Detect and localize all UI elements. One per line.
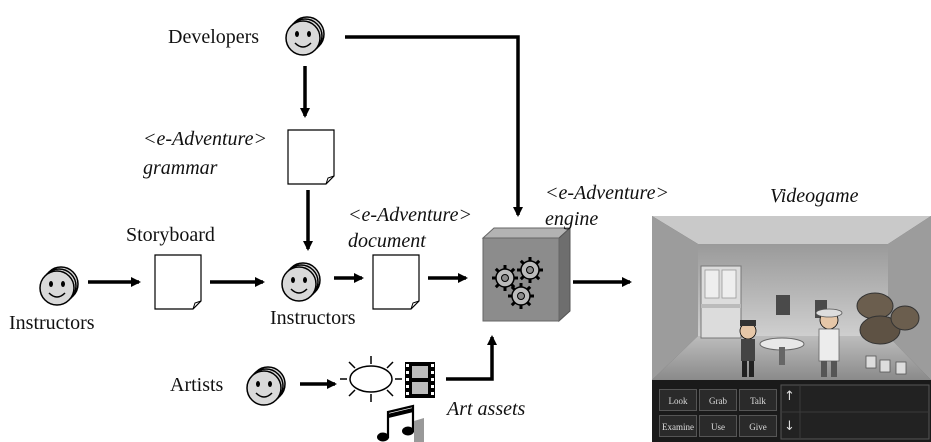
- document-label-line2: document: [348, 230, 426, 252]
- music-notes-icon: [377, 404, 424, 442]
- grammar-label-line2: grammar: [143, 157, 218, 179]
- document-label-line1: <e-Adventure>: [348, 204, 472, 226]
- engine-label-line1: <e-Adventure>: [545, 182, 669, 204]
- arrow-developers-to-engine: [345, 35, 523, 217]
- artists-face-icon: [246, 366, 286, 406]
- arrow-assets-to-engine: [446, 335, 497, 381]
- instructors-mid-label: Instructors: [270, 307, 356, 329]
- grammar-label-line1: <e-Adventure>: [143, 128, 267, 150]
- game-button-talk: Talk: [739, 389, 777, 411]
- game-button-use: Use: [699, 415, 737, 437]
- grammar-document-icon: [287, 129, 335, 185]
- engine-label-line2: engine: [545, 208, 599, 230]
- game-button-examine: Examine: [659, 415, 697, 437]
- game-scroll-up-icon: ↑: [784, 389, 795, 404]
- art-assets-label: Art assets: [447, 398, 526, 420]
- storyboard-document-icon: [154, 254, 202, 310]
- sun-icon: [340, 356, 402, 402]
- videogame-label: Videogame: [770, 185, 859, 207]
- instructors-left-face-icon: [39, 266, 79, 306]
- storyboard-label: Storyboard: [126, 224, 215, 246]
- artists-label: Artists: [170, 374, 224, 396]
- flow-arrows: [88, 35, 632, 389]
- game-button-grab: Grab: [699, 389, 737, 411]
- film-strip-icon: [405, 362, 435, 398]
- engine-box-icon: [481, 226, 572, 323]
- developers-label: Developers: [168, 26, 260, 48]
- developers-face-icon: [285, 16, 325, 56]
- adventure-document-icon: [372, 254, 420, 310]
- game-button-look: Look: [659, 389, 697, 411]
- game-button-give: Give: [739, 415, 777, 437]
- videogame-screenshot: [652, 216, 931, 442]
- instructors-mid-face-icon: [281, 262, 321, 302]
- game-scroll-down-icon: ↓: [784, 419, 795, 434]
- instructors-left-label: Instructors: [9, 312, 95, 334]
